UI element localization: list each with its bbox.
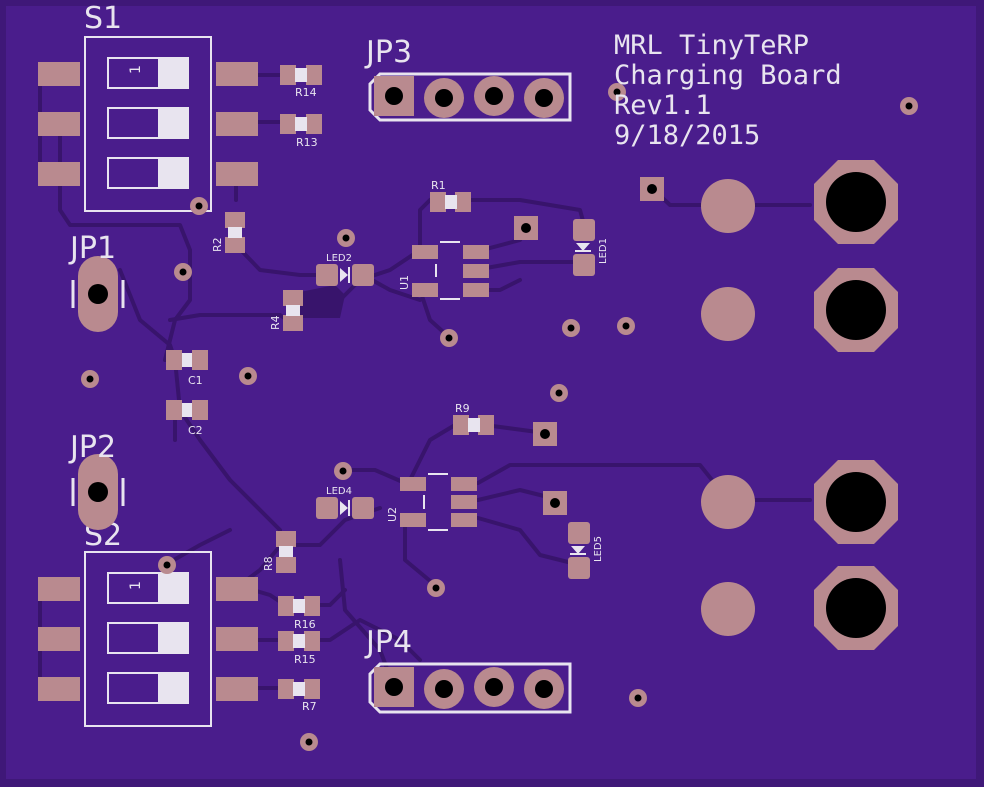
ic-u1[interactable]: U1 [398,241,489,300]
board-title-line-2: Charging Board [614,60,842,91]
ic-u1-label: U1 [398,275,411,290]
resistor-r13[interactable]: R13 [280,114,322,149]
resistor-r15[interactable]: R15 [278,631,320,666]
header-jp3[interactable]: JP3 [364,35,572,122]
board-title-line-4: 9/18/2015 [614,120,760,151]
switch-pad [216,577,258,601]
resistor-r1-label: R1 [431,179,446,192]
capacitor-c2-label: C2 [188,424,203,437]
jumper-jp1[interactable]: JP1 [68,231,125,332]
switch-s1-label: S1 [84,1,122,36]
led-led5[interactable]: LED5 [568,522,604,579]
led-led1-label: LED1 [598,238,609,264]
board-title-block: MRL TinyTeRP Charging Board Rev1.1 9/18/… [614,30,842,151]
switch-pad [38,112,80,136]
resistor-r1[interactable]: R1 [430,179,471,212]
led-led5-label: LED5 [593,536,604,562]
led-led2[interactable]: LED2 [316,253,374,286]
jumper-jp1-label: JP1 [68,231,116,266]
switch-pad [38,677,80,701]
switch-pad [216,627,258,651]
round-pad-group [701,179,755,636]
switch-pad [38,162,80,186]
board-title-line-3: Rev1.1 [614,90,712,121]
resistor-r16-label: R16 [294,618,316,631]
switch-pad [216,677,258,701]
capacitor-c2[interactable]: C2 [166,400,208,437]
ic-u2[interactable]: U2 [386,473,477,531]
ic-u2-label: U2 [386,507,399,522]
resistor-r8[interactable]: R8 [262,531,296,573]
switch-pad [38,577,80,601]
resistor-r8-label: R8 [262,556,275,571]
resistor-r7-label: R7 [302,700,317,713]
jumper-jp2[interactable]: JP2 [68,430,125,530]
mounting-hole-group [814,160,898,650]
resistor-r9[interactable]: R9 [453,402,494,435]
resistor-r9-label: R9 [455,402,470,415]
drill-hole [88,482,108,502]
led-led1[interactable]: LED1 [573,219,609,276]
switch-pad [216,62,258,86]
led-led2-label: LED2 [326,253,352,264]
header-outline [368,72,572,122]
resistor-r16[interactable]: R16 [278,596,320,631]
resistor-r13-label: R13 [296,136,318,149]
capacitor-c1[interactable]: C1 [166,350,208,387]
resistor-r2[interactable]: R2 [211,212,245,253]
resistor-r7[interactable]: R7 [278,679,320,713]
resistor-r4[interactable]: R4 [269,290,303,331]
resistor-r2-label: R2 [211,237,224,252]
switch-s1-pin1-label: 1 [128,65,144,74]
resistor-r15-label: R15 [294,653,316,666]
header-jp3-label: JP3 [364,35,412,70]
header-jp4-label: JP4 [364,625,412,660]
resistor-r14[interactable]: R14 [280,65,322,99]
switch-s1-outline [84,36,212,212]
switch-s1[interactable]: S1 1 [38,1,258,212]
board-title-line-1: MRL TinyTeRP [614,30,809,61]
via-holes [86,88,913,746]
switch-pad [216,112,258,136]
test-pad-square [514,177,664,515]
capacitor-c1-label: C1 [188,374,203,387]
led-led4[interactable]: LED4 [316,486,374,519]
jumper-jp2-label: JP2 [68,430,116,465]
header-outline [368,662,572,714]
switch-pad [38,627,80,651]
copper-fill-zone [300,285,345,318]
switch-pad [216,162,258,186]
drill-hole [88,284,108,304]
switch-s2-outline [84,551,212,727]
switch-s2-pin1-label: 1 [128,581,144,590]
header-jp4[interactable]: JP4 [364,625,572,714]
led-led4-label: LED4 [326,486,352,497]
switch-pad [38,62,80,86]
resistor-r14-label: R14 [295,86,317,99]
resistor-r4-label: R4 [269,315,282,330]
